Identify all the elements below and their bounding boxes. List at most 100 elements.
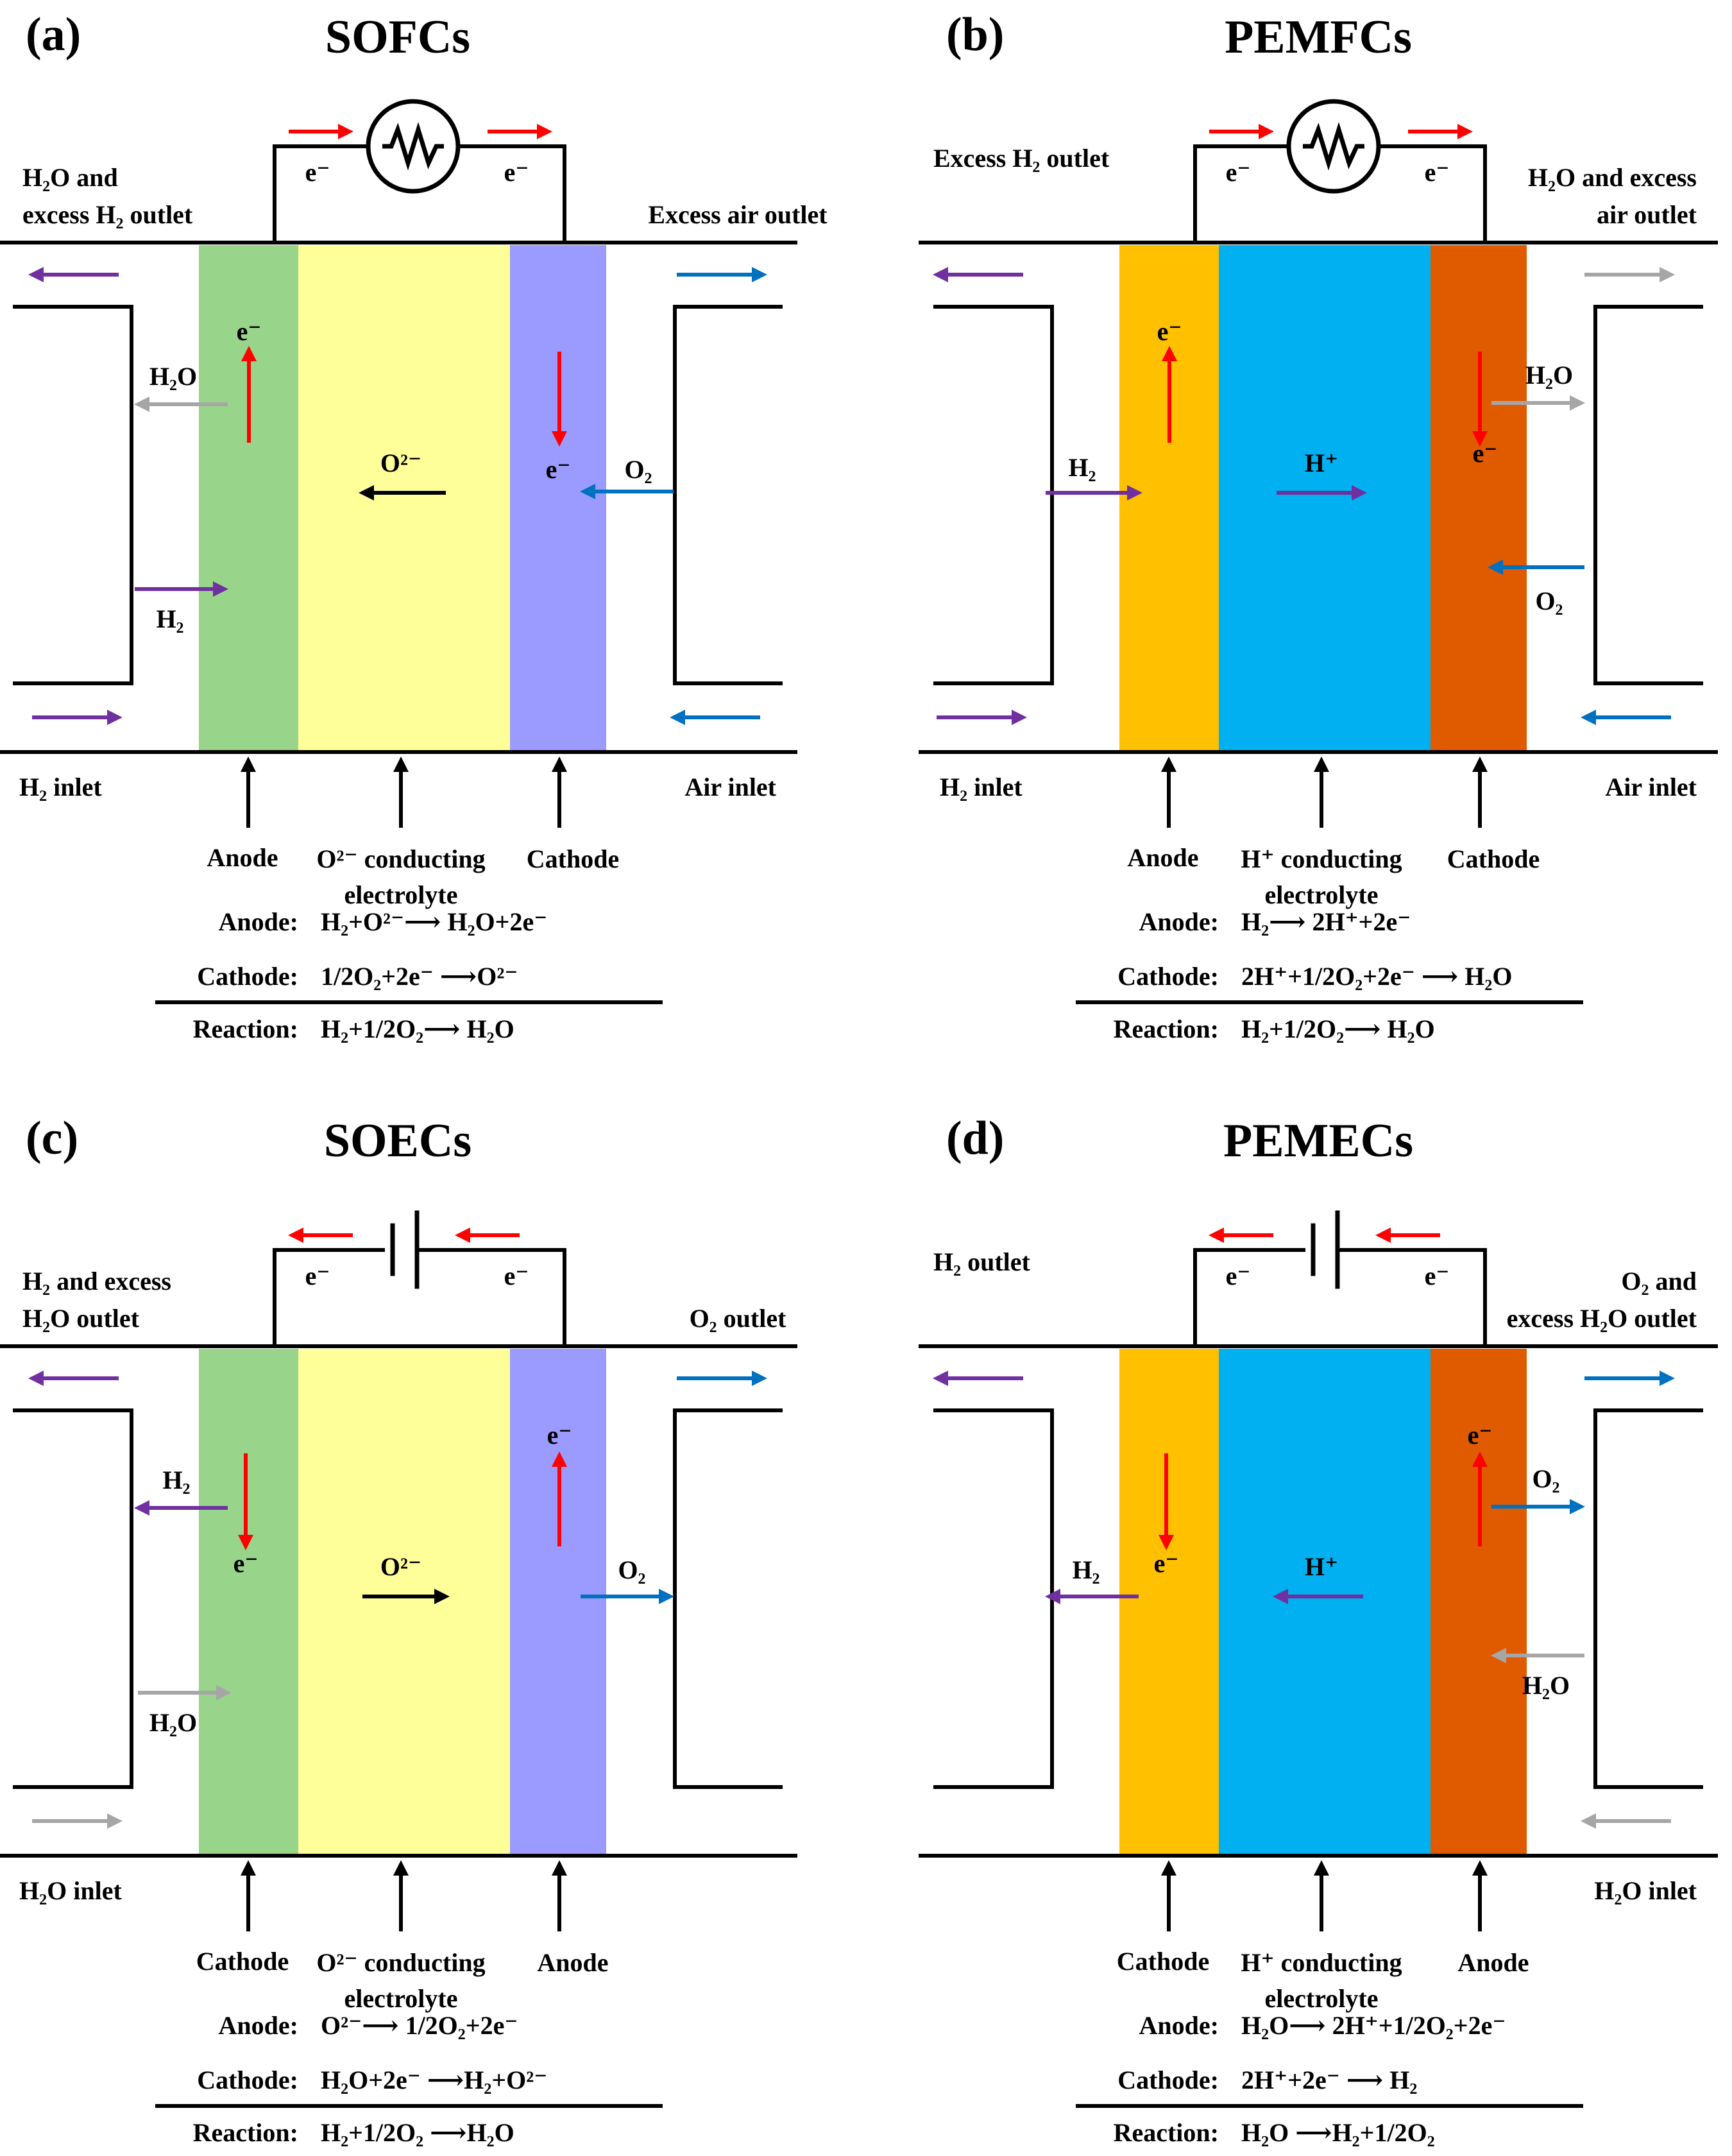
right-species-label: O₂ <box>624 455 652 484</box>
right-electrode-electron-label: e⁻ <box>546 455 571 484</box>
layer-left-electrode <box>1119 1349 1219 1854</box>
dc-power-source-icon <box>385 1210 420 1289</box>
outlet-right-label-0: H₂O and excess <box>1528 163 1697 192</box>
inlet-left-label: H₂ inlet <box>19 773 102 801</box>
panel-tag: (d) <box>946 1112 1004 1165</box>
equation-label-1: Cathode: <box>1117 2066 1219 2094</box>
wire-electron-label-right: e⁻ <box>1425 1262 1450 1290</box>
left-bottom-species-label: H₂ <box>156 604 183 633</box>
equation-label-0: Anode: <box>219 2011 298 2040</box>
left-species-label: H₂ <box>1068 453 1096 482</box>
inlet-right-label: H₂O inlet <box>1594 1876 1697 1905</box>
resistor-load-icon <box>1286 99 1381 194</box>
dc-power-source-icon <box>1305 1210 1340 1289</box>
outlet-right-label-1: air outlet <box>1597 200 1697 229</box>
ion-label: H⁺ <box>1305 1552 1338 1581</box>
layer-left-electrode <box>199 1349 298 1854</box>
left-electrode-electron-label: e⁻ <box>237 317 262 346</box>
layer-right-electrode <box>510 1349 606 1854</box>
equation-text-0: H₂+O²⁻⟶ H₂O+2e⁻ <box>321 907 547 936</box>
equation-text-2: H₂+1/2O₂⟶ H₂O <box>321 1014 514 1043</box>
equation-label-2: Reaction: <box>1114 1014 1219 1043</box>
equation-text-1: 2H⁺+1/2O₂+2e⁻ ⟶ H₂O <box>1241 962 1512 991</box>
panel-title: SOECs <box>324 1115 471 1167</box>
outlet-left-label-1: excess H₂ outlet <box>22 200 193 229</box>
layer-right-electrode <box>1431 245 1527 751</box>
resistor-zigzag <box>1303 122 1364 171</box>
layer-label-electrolyte-1: H⁺ conducting <box>1241 844 1402 873</box>
panel-title: PEMECs <box>1223 1115 1413 1167</box>
ion-label: H⁺ <box>1305 449 1338 477</box>
layer-right-electrode <box>510 245 606 751</box>
layer-electrolyte <box>298 245 510 751</box>
equation-label-2: Reaction: <box>1114 2118 1219 2147</box>
layer-label-left: Anode <box>207 843 278 872</box>
layer-label-right: Cathode <box>1447 844 1540 873</box>
ion-label: O²⁻ <box>380 449 421 477</box>
wire-electron-label-right: e⁻ <box>504 1262 529 1290</box>
inlet-left-label: H₂ inlet <box>940 773 1023 801</box>
right-bottom-species-label: H₂O <box>1522 1671 1570 1700</box>
right-electrode-electron-label: e⁻ <box>1473 439 1498 468</box>
equation-label-2: Reaction: <box>193 2118 298 2147</box>
layer-label-electrolyte-2: electrolyte <box>344 1984 458 2013</box>
equation-text-2: H₂+1/2O₂⟶ H₂O <box>1241 1014 1435 1043</box>
panel-tag: (b) <box>946 8 1004 61</box>
left-electrode-electron-label: e⁻ <box>233 1549 259 1578</box>
layer-label-right: Anode <box>1457 1948 1529 1977</box>
equation-label-1: Cathode: <box>197 962 298 991</box>
inlet-left-label: H₂O inlet <box>19 1876 122 1905</box>
outlet-left-label-0: H₂ and excess <box>22 1267 171 1296</box>
layer-label-electrolyte-1: O²⁻ conducting <box>316 1948 485 1977</box>
equation-text-2: H₂O ⟶H₂+1/2O₂ <box>1241 2118 1435 2147</box>
right-electrode-electron-label: e⁻ <box>1468 1421 1493 1450</box>
layer-label-electrolyte-2: electrolyte <box>1265 1984 1379 2013</box>
source-gap <box>385 1238 417 1264</box>
outlet-right-label-0: Excess air outlet <box>648 200 828 229</box>
right-channel-wall <box>673 1408 783 1789</box>
left-electrode-electron-label: e⁻ <box>1154 1549 1179 1578</box>
outlet-left-label-0: H₂O and <box>22 163 118 192</box>
equation-label-0: Anode: <box>1139 2011 1219 2040</box>
panel-tag: (c) <box>26 1112 78 1165</box>
equation-label-2: Reaction: <box>193 1014 298 1043</box>
layer-label-electrolyte-2: electrolyte <box>344 880 458 909</box>
resistor-zigzag <box>382 122 444 171</box>
outlet-left-label-0: H₂ outlet <box>933 1247 1031 1276</box>
layer-label-left: Cathode <box>196 1947 289 1976</box>
equation-label-0: Anode: <box>1139 907 1219 936</box>
equation-text-0: O²⁻⟶ 1/2O₂+2e⁻ <box>321 2011 518 2040</box>
right-bottom-species-label: O₂ <box>1535 586 1563 615</box>
layer-right-electrode <box>1431 1349 1527 1854</box>
left-top-species-label: H₂ <box>162 1466 190 1494</box>
right-electrode-electron-label: e⁻ <box>547 1421 572 1450</box>
outlet-left-label-0: Excess H₂ outlet <box>933 144 1110 173</box>
panel-title: SOFCs <box>325 11 470 64</box>
equation-label-1: Cathode: <box>1117 962 1219 991</box>
right-channel-wall <box>673 305 783 685</box>
wire-electron-label-left: e⁻ <box>1226 1262 1251 1290</box>
left-channel-wall <box>933 305 1054 685</box>
layer-electrolyte <box>1219 245 1431 751</box>
right-channel-wall <box>1593 305 1703 685</box>
wire-electron-label-left: e⁻ <box>305 158 330 187</box>
left-electrode-electron-label: e⁻ <box>1157 317 1182 346</box>
outlet-right-label-0: O₂ outlet <box>690 1304 787 1333</box>
left-bottom-species-label: H₂O <box>149 1708 197 1737</box>
equation-text-2: H₂+1/2O₂ ⟶H₂O <box>321 2118 514 2147</box>
layer-electrolyte <box>298 1349 510 1854</box>
layer-label-electrolyte-1: O²⁻ conducting <box>316 844 485 873</box>
external-circuit-wire <box>1193 1248 1487 1346</box>
layer-electrolyte <box>1219 1349 1431 1854</box>
ion-label: O²⁻ <box>380 1552 421 1581</box>
layer-label-left: Anode <box>1127 843 1198 872</box>
equation-text-1: H₂O+2e⁻ ⟶H₂+O²⁻ <box>321 2066 547 2094</box>
right-top-species-label: H₂O <box>1525 361 1573 389</box>
equation-text-0: H₂O⟶ 2H⁺+1/2O₂+2e⁻ <box>1241 2011 1506 2040</box>
equation-text-0: H₂⟶ 2H⁺+2e⁻ <box>1241 907 1411 936</box>
panel-tag: (a) <box>26 8 81 61</box>
layer-label-right: Anode <box>537 1948 608 1977</box>
